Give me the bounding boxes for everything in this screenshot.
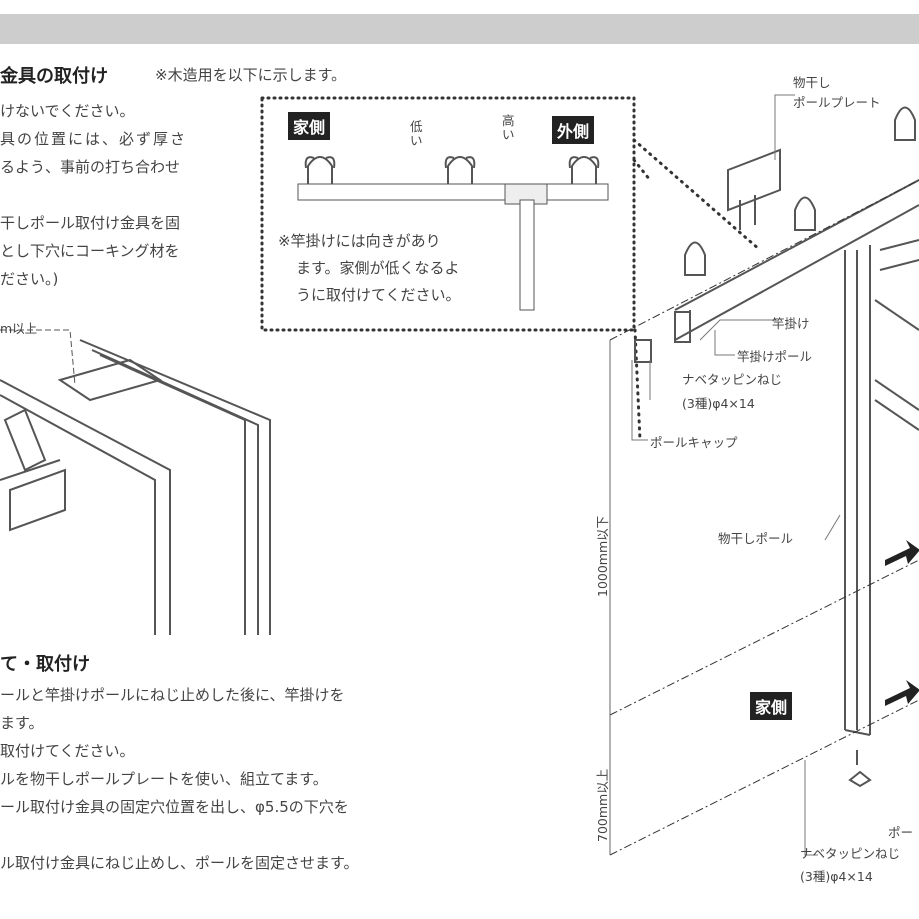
header-bar [0, 14, 919, 44]
section2-title: て・取付け [0, 654, 90, 675]
house-side-badge-2: 家側 [750, 692, 793, 720]
section1-line: けないでください。 [0, 102, 135, 120]
screw-label-2: (3種)φ4×14 [800, 869, 873, 884]
base-label: ポー [888, 825, 914, 840]
section2-line: ールと竿掛けポールにねじ止めした後に、竿掛けを [0, 686, 345, 704]
inset-note: うに取付けてください。 [296, 286, 461, 304]
section1-note: ※木造用を以下に示します。 [155, 66, 347, 84]
inset-note: ※竿掛けには向きがあり [278, 232, 441, 250]
outer-side-badge: 外側 [552, 116, 595, 144]
section1-line: るよう、事前の打ち合わせ [0, 158, 181, 176]
section1-line: 具の位置には、必ず厚さ [0, 130, 188, 148]
screw-label: (3種)φ4×14 [682, 396, 755, 411]
dim-label: m以上 [0, 321, 38, 336]
dim-lower: 700mm以上 [595, 768, 610, 842]
pole-cap-label: ポールキャップ [650, 435, 738, 450]
inset-box [260, 96, 636, 332]
section1-line: 干しポール取付け金具を固 [0, 214, 181, 232]
section2-line: ール取付け金具の固定穴位置を出し、φ5.5の下穴を [0, 798, 349, 816]
section1-title: 金具の取付け [0, 66, 108, 87]
plate-label: 物干し [793, 75, 831, 90]
section2-line: 取付けてください。 [0, 742, 135, 760]
high-label: 高い [502, 113, 515, 142]
section1-line: ださい。) [0, 270, 59, 288]
section2-line: ます。 [0, 714, 44, 732]
screw-label-2: ナベタッピンねじ [800, 846, 901, 861]
plate-label: ポールプレート [793, 95, 881, 110]
inset-leader [632, 138, 762, 442]
section2-line: ルを物干しポールプレートを使い、組立てます。 [0, 770, 328, 788]
screw-label: ナベタッピンねじ [682, 372, 783, 387]
low-label: 低い [410, 119, 423, 148]
inset-note: ます。家側が低くなるよ [296, 259, 460, 277]
pole-label: 物干しポール [718, 531, 794, 546]
house-side-badge: 家側 [288, 112, 331, 140]
section1-line: とし下穴にコーキング材を [0, 242, 180, 260]
hanger-label: 竿掛け [772, 316, 810, 331]
section2-line: ル取付け金具にねじ止めし、ポールを固定させます。 [0, 854, 359, 872]
dim-upper: 1000mm以下 [595, 515, 610, 597]
hanger-pole-label: 竿掛けポール [737, 349, 813, 364]
